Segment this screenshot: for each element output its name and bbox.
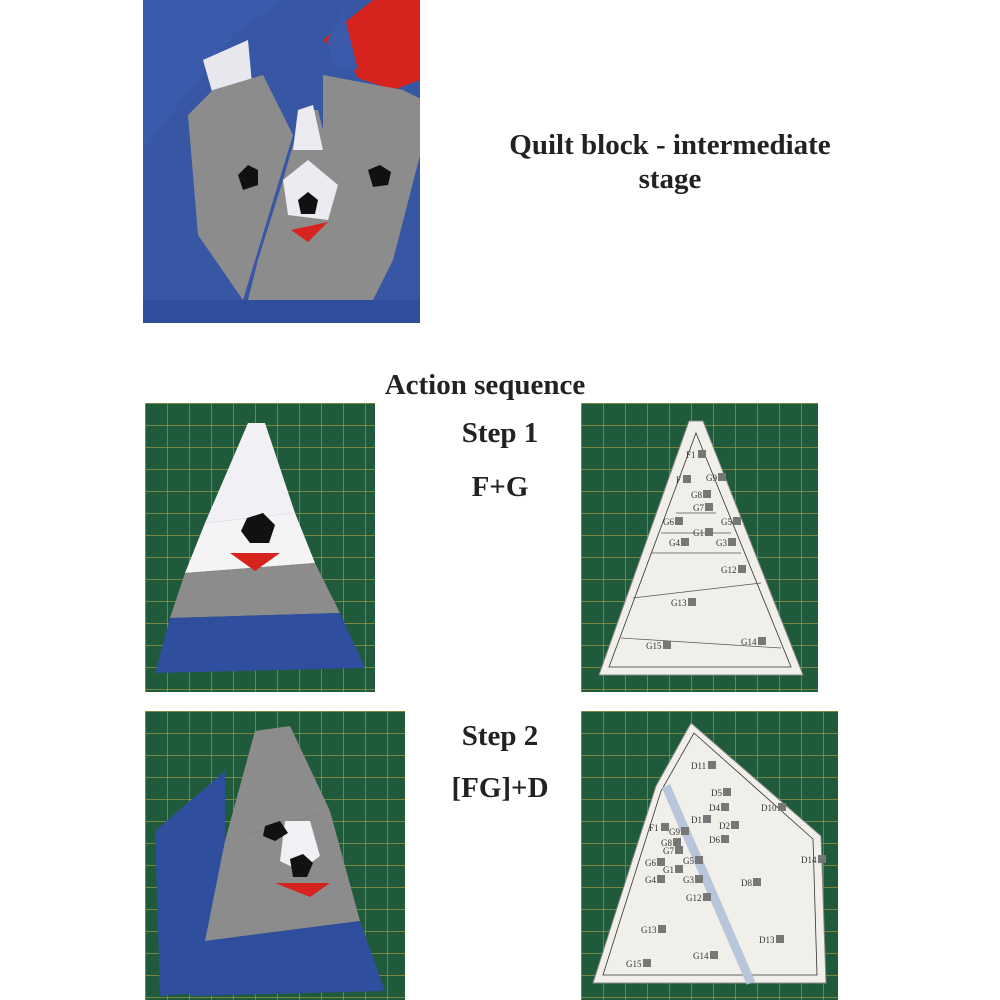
step-2-piece-label: D8 (741, 878, 752, 888)
step-2-piece-label: G4 (645, 875, 656, 885)
registration-square (721, 803, 729, 811)
registration-square (723, 788, 731, 796)
section-heading: Action sequence (384, 369, 586, 401)
step-2-piece-label: D4 (709, 803, 720, 813)
step-2-piece-label: G5 (683, 856, 694, 866)
step-1-piece-label: G5 (721, 517, 732, 527)
quilt-block-photo (143, 0, 420, 323)
registration-square (778, 803, 786, 811)
step-2-piece-label: G1 (663, 865, 674, 875)
registration-square (758, 637, 766, 645)
step-2-piece-label: G14 (693, 951, 709, 961)
step-2-piece-label: G6 (645, 858, 656, 868)
registration-square (698, 450, 706, 458)
step-2-piece-label: G12 (686, 893, 702, 903)
registration-square (657, 875, 665, 883)
registration-square (695, 856, 703, 864)
registration-square (721, 835, 729, 843)
registration-square (663, 641, 671, 649)
registration-square (675, 517, 683, 525)
registration-square (688, 598, 696, 606)
step-2-fabric-photo (145, 711, 405, 1000)
page-title: Quilt block - intermediate stage (470, 128, 870, 196)
step-2-piece-label: G7 (663, 846, 674, 856)
step-2-piece-label: D11 (691, 761, 706, 771)
step-1-piece-label: G1 (693, 528, 704, 538)
registration-square (703, 893, 711, 901)
step-1-label: Step 1 (461, 417, 539, 449)
step-1-piece-label: G13 (671, 598, 687, 608)
step-1-piece-label: F1 (686, 450, 696, 460)
registration-square (753, 878, 761, 886)
step-2-piece-label: D6 (709, 835, 720, 845)
registration-square (661, 823, 669, 831)
registration-square (657, 858, 665, 866)
registration-square (818, 855, 826, 863)
registration-square (738, 565, 746, 573)
step-2-piece-label: G3 (683, 875, 694, 885)
step-1-formula: F+G (471, 471, 529, 503)
step-1-piece-label: G15 (646, 641, 662, 651)
registration-square (695, 875, 703, 883)
registration-square (681, 538, 689, 546)
step-1-piece-label: G7 (693, 503, 704, 513)
step-1-piece-label: G8 (691, 490, 702, 500)
step-2-piece-label: F1 (649, 823, 659, 833)
step-1-piece-label: G9 (706, 473, 717, 483)
step-1-piece-label: G6 (663, 517, 674, 527)
step-2-piece-label: D1 (691, 815, 702, 825)
step-1-piece-label: G14 (741, 637, 757, 647)
step-2-piece-label: G8 (661, 838, 672, 848)
step-2-piece-label: D14 (801, 855, 817, 865)
registration-square (673, 838, 681, 846)
registration-square (776, 935, 784, 943)
registration-square (731, 821, 739, 829)
registration-square (658, 925, 666, 933)
step-2-piece-label: D13 (759, 935, 775, 945)
registration-square (708, 761, 716, 769)
registration-square (705, 528, 713, 536)
step-1-piece-label: G4 (669, 538, 680, 548)
registration-square (728, 538, 736, 546)
registration-square (703, 815, 711, 823)
registration-square (643, 959, 651, 967)
step-1-piece-label: F (676, 475, 681, 485)
step-2-piece-label: D5 (711, 788, 722, 798)
step-2-piece-label: D2 (719, 821, 730, 831)
step-1-fabric-photo (145, 403, 375, 692)
registration-square (675, 846, 683, 854)
title-line-2: stage (638, 163, 702, 195)
step-1-piece-label: G12 (721, 565, 737, 575)
registration-square (675, 865, 683, 873)
registration-square (683, 475, 691, 483)
step-2-piece-label: G13 (641, 925, 657, 935)
title-line-1: Quilt block - intermediate (509, 129, 831, 161)
registration-square (681, 827, 689, 835)
step-2-piece-label: G15 (626, 959, 642, 969)
registration-square (705, 503, 713, 511)
step-2-piece-label: D10 (761, 803, 777, 813)
registration-square (718, 473, 726, 481)
step-1-piece-label: G3 (716, 538, 727, 548)
step-2-formula: [FG]+D (451, 772, 549, 804)
registration-square (733, 517, 741, 525)
registration-square (710, 951, 718, 959)
step-2-label: Step 2 (461, 720, 539, 752)
step-2-piece-label: G9 (669, 827, 680, 837)
registration-square (703, 490, 711, 498)
